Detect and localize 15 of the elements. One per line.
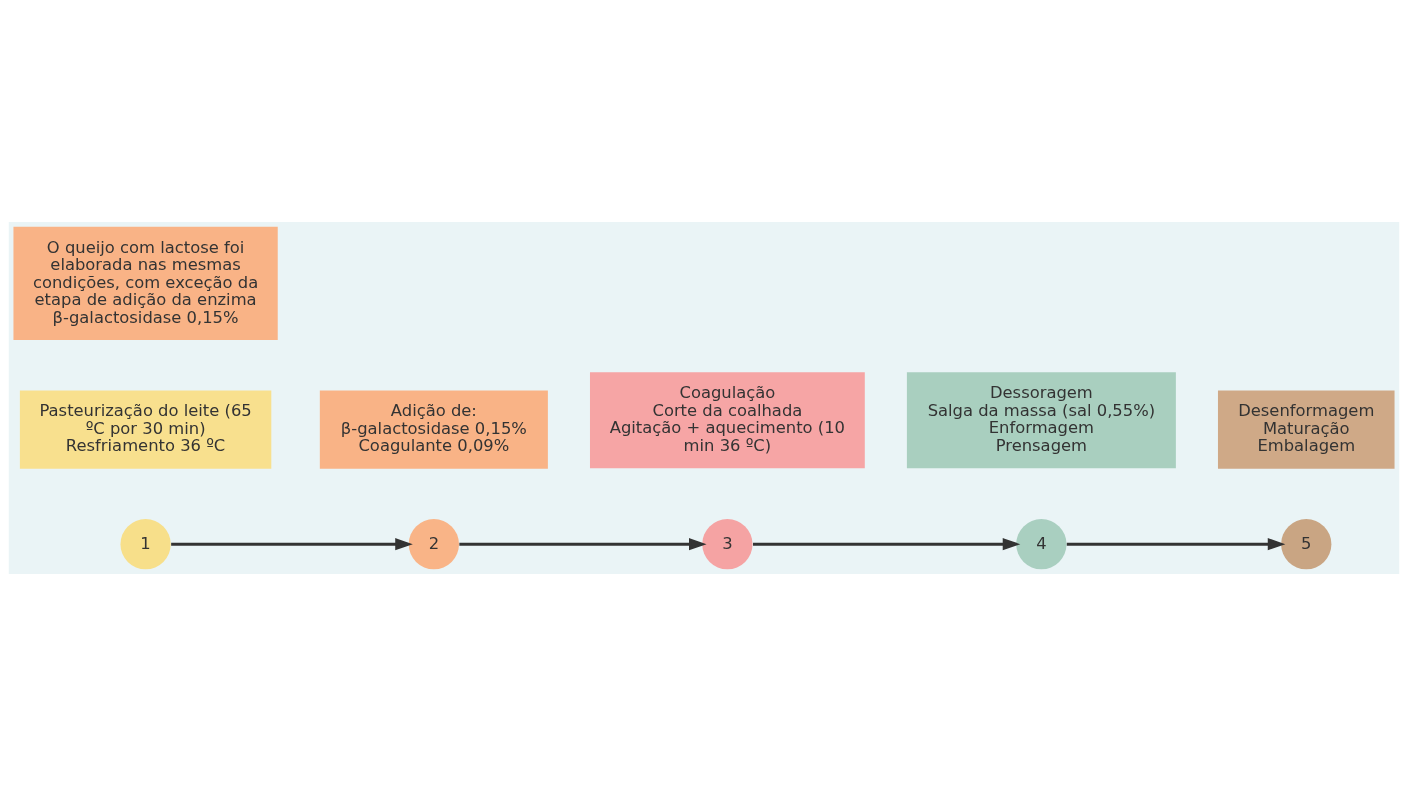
arrow bbox=[753, 538, 1021, 551]
node-box: O queijo com lactose foi elaborada nas mesmas condições, com exceção da etapa de adição da enzima β-galactosidase 0,15% bbox=[13, 226, 278, 341]
node-circle: 3 bbox=[702, 519, 753, 570]
node-box: Adição de: β-galactosidase 0,15% Coagulante 0,09% bbox=[319, 390, 548, 469]
node-circle: 4 bbox=[1016, 519, 1067, 570]
node-circle: 5 bbox=[1281, 519, 1332, 570]
arrow bbox=[171, 538, 413, 551]
arrow bbox=[459, 538, 707, 551]
node-circle: 1 bbox=[120, 519, 171, 570]
node-box: Coagulação Corte da coalhada Agitação + aquecimento (10 min 36 ºC) bbox=[590, 372, 865, 469]
node-box: Dessoragem Salga da massa (sal 0,55%) Enformagem Prensagem bbox=[906, 372, 1176, 469]
node-circle: 2 bbox=[408, 519, 459, 570]
node-box: Desenformagem Maturação Embalagem bbox=[1217, 390, 1395, 469]
node-box: Pasteurização do leite (65 ºC por 30 min) Resfriamento 36 ºC bbox=[19, 390, 272, 469]
arrow bbox=[1066, 538, 1286, 551]
